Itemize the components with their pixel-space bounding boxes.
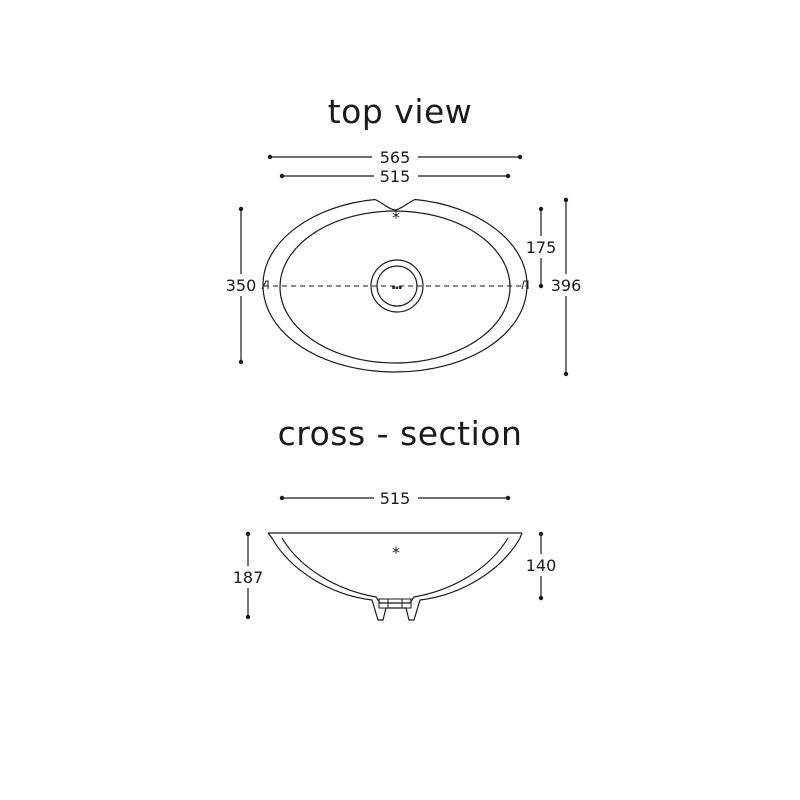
dim-section-width: 515 xyxy=(279,487,511,508)
dim-outer-width-label: 565 xyxy=(380,148,411,167)
dim-half-depth-label: 175 xyxy=(526,238,557,257)
overflow-marker: * xyxy=(392,208,400,227)
dim-half-depth: 175 xyxy=(524,206,558,289)
basin-section-inner xyxy=(281,537,509,604)
dim-outer-depth: 396 xyxy=(547,197,585,377)
svg-text:▪▪▪: ▪▪▪ xyxy=(392,285,402,291)
dim-section-width-label: 515 xyxy=(380,489,411,508)
top-view-title: top view xyxy=(327,92,473,131)
basin-inner-rim xyxy=(279,210,511,364)
cross-section-title: cross - section xyxy=(277,414,523,453)
edge-tick-left xyxy=(261,280,269,290)
dim-section-total-height-label: 187 xyxy=(233,568,264,587)
cross-section-drawing: 515 * 187 140 xyxy=(229,487,560,621)
dim-inner-depth-label: 350 xyxy=(226,276,257,295)
dim-outer-depth-label: 396 xyxy=(551,276,582,295)
dim-inner-width: 515 xyxy=(279,165,511,186)
top-view-drawing: 565 515 ▪▪▪ * xyxy=(222,146,585,377)
section-overflow-marker: * xyxy=(392,543,400,562)
dim-inner-width-label: 515 xyxy=(380,167,411,186)
basin-outer-rim xyxy=(262,198,528,373)
drain-icon: ▪▪▪ xyxy=(370,259,424,313)
dim-section-bowl-height-label: 140 xyxy=(526,556,557,575)
dim-section-bowl-height: 140 xyxy=(522,531,560,601)
dim-section-total-height: 187 xyxy=(229,531,267,620)
dim-inner-depth: 350 xyxy=(222,206,260,365)
dim-outer-width: 565 xyxy=(267,146,523,167)
section-drain-icon xyxy=(378,598,412,609)
edge-tick-right xyxy=(521,280,529,290)
